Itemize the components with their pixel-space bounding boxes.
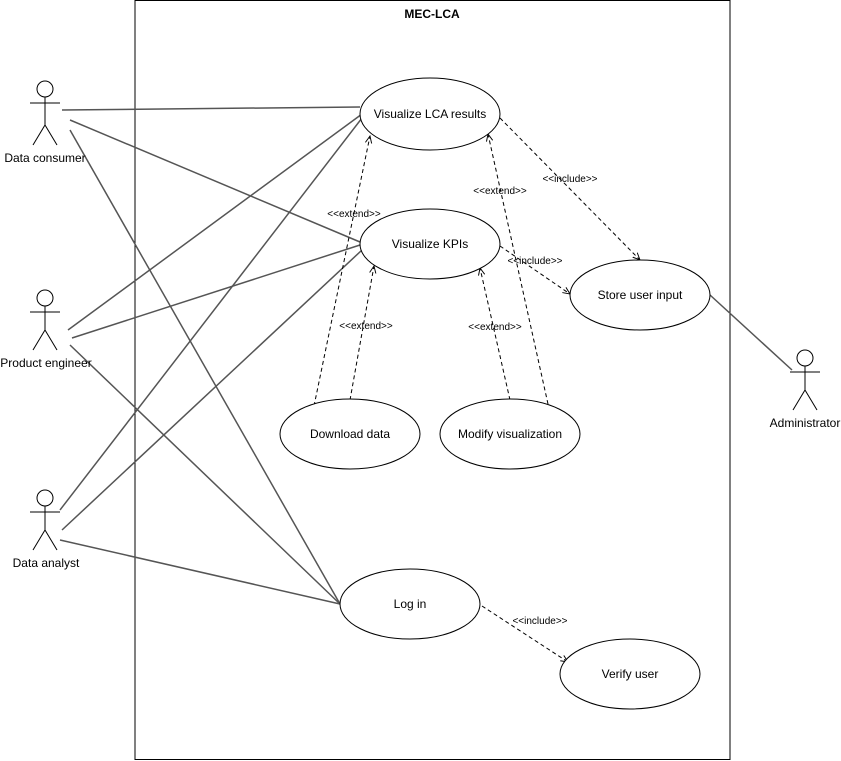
assoc-consumer-login	[69, 129, 341, 605]
include-kpi-store-line	[499, 245, 570, 294]
label-extend-download-lca: <<extend>>	[327, 209, 381, 220]
use-case-label: Log in	[394, 597, 427, 611]
use-case-label: Visualize KPIs	[392, 237, 468, 251]
actor-data-analyst[interactable]: Data analyst	[13, 489, 80, 570]
use-case-verify-user[interactable]: Verify user	[559, 638, 701, 710]
assoc-engineer-kpi	[71, 244, 361, 339]
assoc-consumer-kpi	[69, 119, 361, 243]
associations	[59, 106, 793, 605]
label-extend-modify-lca: <<extend>>	[473, 186, 527, 197]
use-case-store-user-input[interactable]: Store user input	[569, 259, 711, 331]
use-case-label: Store user input	[598, 288, 683, 302]
extend-modify-kpi-line	[480, 268, 511, 401]
label-include-lca-store: <<include>>	[542, 174, 597, 185]
stereotype-labels: <<include>> <<include>> <<include>> <<ex…	[327, 174, 597, 627]
label-include-login-verify: <<include>>	[512, 616, 567, 627]
actor-data-consumer[interactable]: Data consumer	[4, 80, 86, 165]
actor-label: Data consumer	[4, 151, 85, 165]
actor-label: Product engineer	[0, 356, 91, 370]
use-case-label: Verify user	[602, 667, 659, 681]
assoc-admin-store	[709, 294, 793, 371]
assoc-engineer-login	[69, 344, 341, 605]
use-case-label: Visualize LCA results	[374, 107, 487, 121]
assoc-analyst-kpi	[61, 249, 363, 531]
include-lca-store-line	[499, 117, 640, 260]
actor-head-icon	[796, 349, 814, 367]
include-login-verify-line	[481, 605, 568, 662]
use-case-download-data[interactable]: Download data	[279, 398, 421, 470]
actor-label: Administrator	[770, 416, 841, 430]
actor-administrator[interactable]: Administrator	[770, 349, 841, 430]
label-include-kpi-store: <<include>>	[507, 256, 562, 267]
assoc-engineer-lca	[67, 113, 363, 331]
actor-head-icon	[36, 80, 54, 98]
use-case-label: Download data	[310, 427, 390, 441]
use-case-visualize-kpis[interactable]: Visualize KPIs	[359, 208, 501, 280]
assoc-analyst-login	[59, 539, 341, 605]
use-case-log-in[interactable]: Log in	[339, 568, 481, 640]
assoc-consumer-lca	[61, 106, 361, 111]
assoc-analyst-lca	[59, 117, 363, 511]
actor-label: Data analyst	[13, 556, 80, 570]
label-extend-modify-kpi: <<extend>>	[468, 322, 522, 333]
actor-head-icon	[36, 489, 54, 507]
extend-download-lca-line	[313, 136, 370, 407]
actor-product-engineer[interactable]: Product engineer	[0, 289, 92, 370]
label-extend-download-kpi: <<extend>>	[339, 321, 393, 332]
use-case-visualize-lca-results[interactable]: Visualize LCA results	[359, 77, 501, 151]
actor-head-icon	[36, 289, 54, 307]
dependencies	[313, 117, 640, 662]
use-case-label: Modify visualization	[458, 427, 562, 441]
system-title: MEC-LCA	[404, 7, 460, 21]
use-case-modify-visualization[interactable]: Modify visualization	[439, 398, 581, 470]
extend-download-kpi-line	[349, 266, 374, 401]
